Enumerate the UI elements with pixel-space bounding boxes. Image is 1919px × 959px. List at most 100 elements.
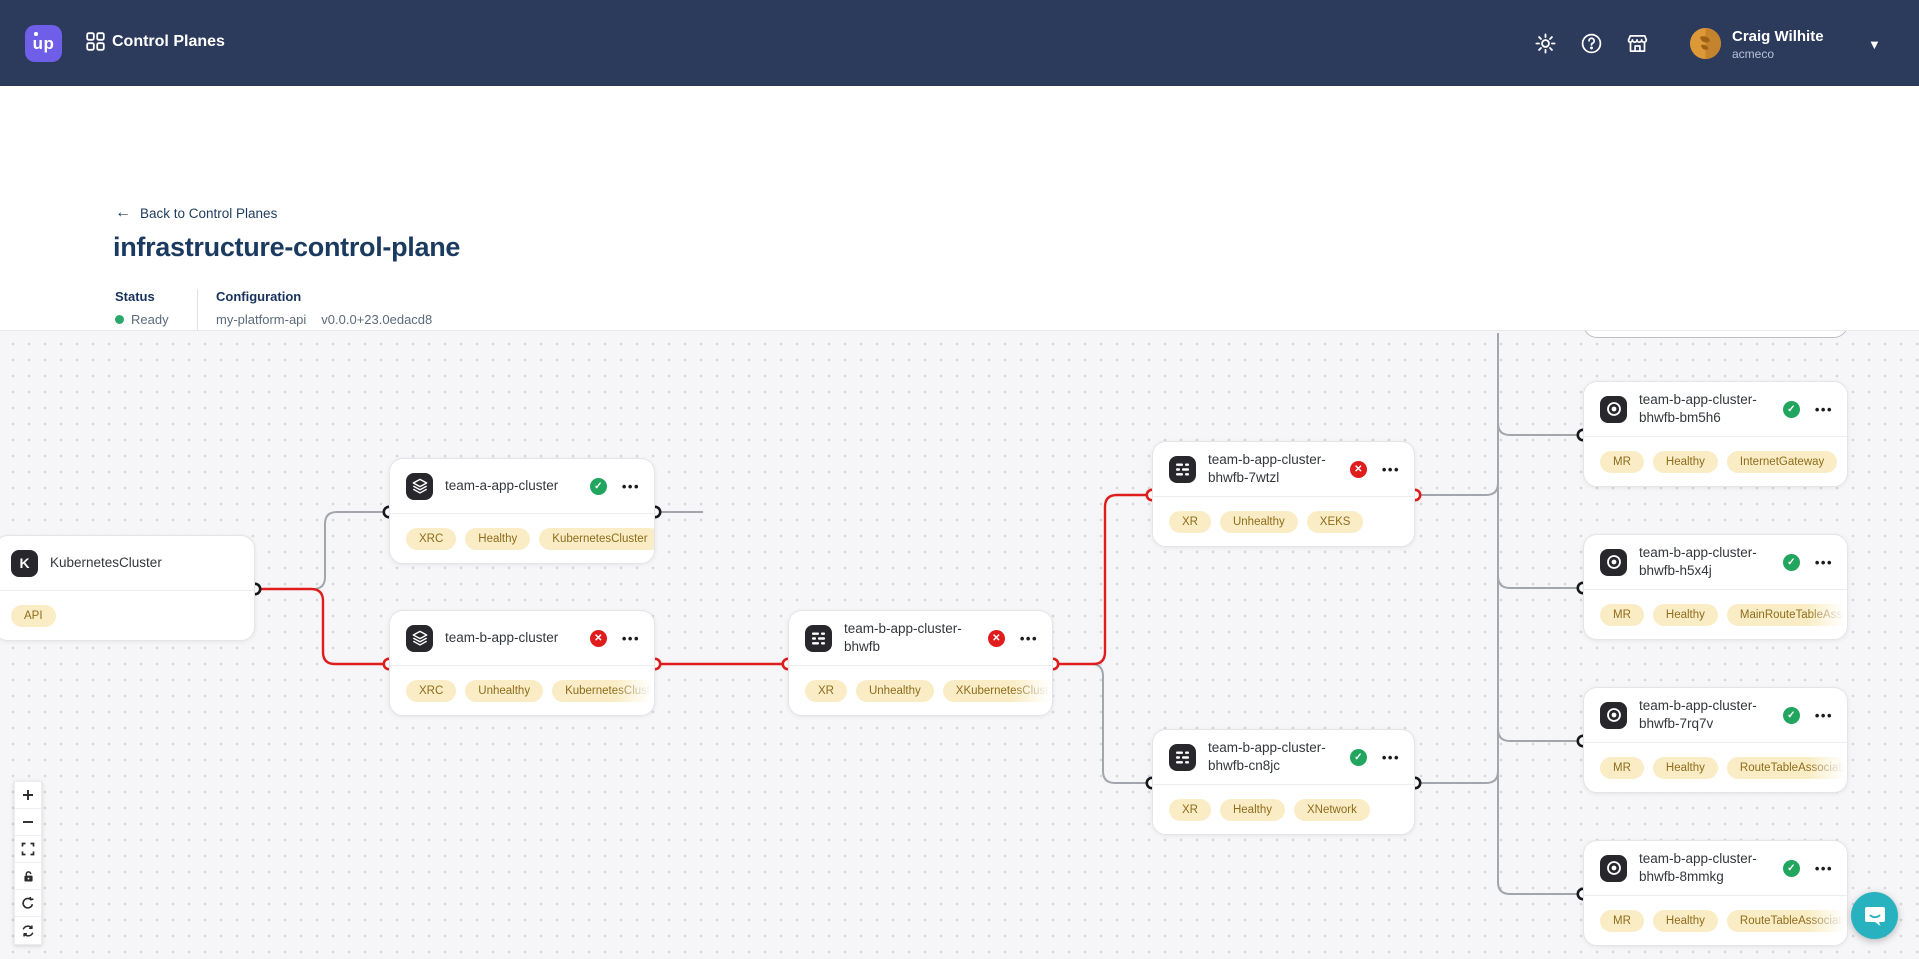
node-divider [1584,436,1847,437]
composite-icon-box [805,624,832,652]
zoom-in-button[interactable] [15,782,41,809]
healthy-check-icon: ✓ [1782,859,1800,877]
badge-kubernetescluster: KubernetesCluster [539,528,654,550]
help-icon[interactable] [1578,30,1604,56]
badge-xr: XR [1169,511,1211,533]
back-arrow-icon: ← [115,204,131,221]
badge-unhealthy: Unhealthy [855,680,934,702]
badge-mainroutetableassociation: MainRouteTableAssociation [1726,604,1847,626]
rotate-icon[interactable] [15,890,41,917]
composite-icon-box [1169,743,1196,771]
edge-team-b-app-cluster-bhwfb-to-team-b-app-cluster-bhwfb-7wtzl [1053,493,1152,666]
node-menu-button[interactable]: ••• [1381,749,1400,765]
managed-icon-box [1600,548,1627,576]
zoom-out-button[interactable] [15,809,41,836]
node-clipped-node-top[interactable] [1583,331,1848,338]
kubernetes-icon: K [19,555,30,571]
node-menu-button[interactable]: ••• [621,478,640,494]
composite-icon-box [1169,455,1196,483]
node-divider [0,590,254,591]
node-header: team-b-app-cluster-bhwfb-cn8jc✓••• [1153,730,1414,784]
badge-mr: MR [1600,910,1644,932]
badge-xeks: XEKS [1306,511,1364,533]
node-menu-button[interactable]: ••• [1814,554,1833,570]
unhealthy-x-icon: ✕ [1349,460,1367,478]
user-org: acmeco [1732,47,1775,61]
node-title: team-b-app-cluster-bhwfb-8mmkg [1639,851,1757,884]
status-label: Status [115,289,155,304]
chevron-down-icon[interactable]: ▼ [1868,37,1881,52]
badge-unhealthy: Unhealthy [1219,511,1298,533]
upbound-logo[interactable]: up [25,25,62,62]
user-name[interactable]: Craig Wilhite [1732,28,1824,45]
back-to-control-planes-link[interactable]: ← Back to Control Planes [115,204,278,221]
user-avatar[interactable] [1690,28,1721,59]
node-header: team-b-app-cluster-bhwfb-7wtzl✕••• [1153,442,1414,496]
managed-resource-icon [1606,402,1621,416]
healthy-check-icon: ✓ [1782,706,1800,724]
healthy-check-icon: ✓ [589,477,607,495]
top-navbar: up Control Planes Craig Wilhite acmeco ▼ [0,0,1919,86]
settings-gear-icon[interactable] [1532,30,1558,56]
badge-xr: XR [1169,799,1211,821]
node-menu-button[interactable]: ••• [1381,461,1400,477]
node-title: team-b-app-cluster-bhwfb-cn8jc [1208,740,1326,773]
node-menu-button[interactable]: ••• [1814,860,1833,876]
fit-view-button[interactable] [15,836,41,863]
lock-button[interactable] [15,863,41,890]
badge-routetableassociation: RouteTableAssociation [1726,910,1847,932]
layers-icon [412,630,427,646]
edge-trunk-to-team-b-app-cluster-bhwfb-bm5h6 [1497,422,1583,436]
node-divider [390,665,654,666]
managed-resource-icon [1606,861,1621,875]
edge-trunk-to-team-b-app-cluster-bhwfb-h5x4j [1497,575,1583,589]
page-title: infrastructure-control-plane [113,232,461,262]
node-header: team-b-app-cluster-bhwfb-bm5h6✓••• [1584,382,1847,436]
node-menu-button[interactable]: ••• [1814,707,1833,723]
chat-launcher-button[interactable] [1851,892,1898,939]
managed-resource-icon [1606,708,1621,722]
edge-kubernetes-cluster-to-team-b-app-cluster [255,587,389,666]
node-divider [1153,496,1414,497]
layers-icon [412,478,427,494]
sync-icon[interactable] [15,917,41,944]
composite-resource-icon [1176,751,1189,763]
badge-xrc: XRC [406,680,457,702]
layers-icon-box [406,624,433,652]
node-badges: API [0,591,254,641]
node-menu-button[interactable]: ••• [621,630,640,646]
edge-trunk-to-team-b-app-cluster-bhwfb-7rq7v [1497,728,1583,742]
edge-kubernetes-cluster-to-team-a-app-cluster [255,511,389,590]
node-header: team-b-app-cluster-bhwfb-h5x4j✓••• [1584,535,1847,589]
node-menu-button[interactable]: ••• [1019,630,1038,646]
node-title: team-b-app-cluster-bhwfb-h5x4j [1639,545,1757,578]
status-value: Ready [115,312,169,327]
node-menu-button[interactable]: ••• [1814,401,1833,417]
status-dot [115,315,124,324]
grid-icon [86,32,105,56]
node-header: team-a-app-cluster✓••• [390,459,654,513]
edge-team-b-app-cluster-bhwfb-cn8jc-to-trunk [1415,770,1499,784]
unhealthy-x-icon: ✕ [987,629,1005,647]
composite-resource-icon [812,632,825,644]
marketplace-icon[interactable] [1624,30,1650,56]
node-divider [1153,784,1414,785]
node-badges: XR Unhealthy XEKS [1153,497,1414,547]
node-badges: MRHealthyMainRouteTableAssociation [1584,590,1847,640]
